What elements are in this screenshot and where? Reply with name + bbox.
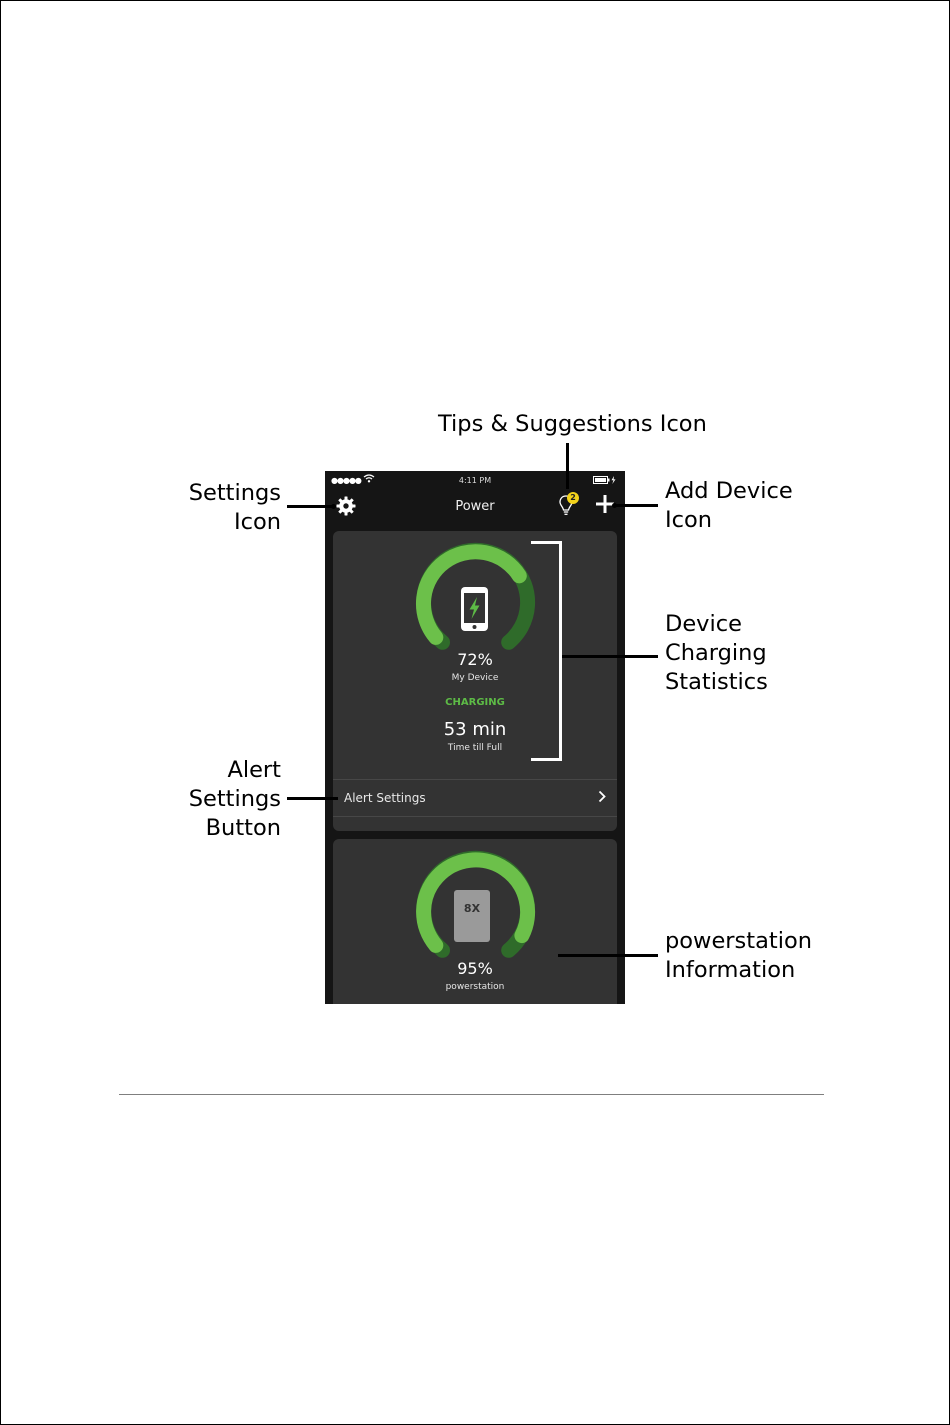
bracket-bottom — [531, 758, 562, 761]
alert-settings-button[interactable]: Alert Settings — [333, 779, 617, 817]
powerstation-device-icon — [454, 890, 490, 942]
bracket-top — [531, 541, 562, 544]
leader-add-device — [614, 504, 658, 507]
callout-tips-suggestions: Tips & Suggestions Icon — [438, 410, 707, 439]
charging-status: CHARGING — [333, 697, 617, 708]
powerstation-charge-gauge: 8X — [333, 839, 617, 979]
callout-settings-icon: Settings Icon — [150, 479, 281, 537]
callout-device-charging-statistics: Device Charging Statistics — [665, 610, 768, 697]
phone-screen: ●●●●● 4:11 PM Power — [325, 471, 625, 1004]
leader-tips — [566, 443, 569, 489]
leader-settings — [287, 505, 333, 508]
leader-add-device-end — [612, 503, 617, 508]
chevron-right-icon — [598, 790, 606, 803]
callout-alert-settings-button: Alert Settings Button — [150, 756, 281, 843]
tips-count-badge: 2 — [567, 492, 579, 504]
status-time: 4:11 PM — [325, 476, 625, 485]
powerstation-model-label: 8X — [464, 902, 481, 915]
callout-add-device-icon: Add Device Icon — [665, 477, 793, 535]
time-till-full-label: Time till Full — [333, 743, 617, 753]
device-charge-percent: 72% — [333, 650, 617, 669]
device-charging-card[interactable]: 72% My Device CHARGING 53 min Time till … — [333, 531, 617, 831]
leader-settings-end — [331, 504, 336, 509]
nav-bar: Power 2 — [325, 489, 625, 524]
alert-settings-label: Alert Settings — [344, 791, 426, 805]
device-name: My Device — [333, 673, 617, 683]
smartphone-icon — [461, 587, 488, 631]
leader-powerstation — [558, 954, 658, 957]
status-bar: ●●●●● 4:11 PM — [325, 471, 625, 489]
leader-alert-settings — [287, 797, 338, 800]
callout-powerstation-information: powerstation Information — [665, 927, 812, 985]
battery-icon — [593, 476, 617, 484]
bracket-vertical — [559, 541, 562, 761]
page-title: Power — [325, 499, 625, 514]
leader-device-stats — [562, 655, 658, 658]
powerstation-card[interactable]: 8X 95% powerstation — [333, 839, 617, 1004]
bottom-divider — [119, 1094, 824, 1095]
time-till-full-value: 53 min — [333, 719, 617, 740]
powerstation-charge-percent: 95% — [333, 959, 617, 978]
powerstation-name: powerstation — [333, 982, 617, 992]
